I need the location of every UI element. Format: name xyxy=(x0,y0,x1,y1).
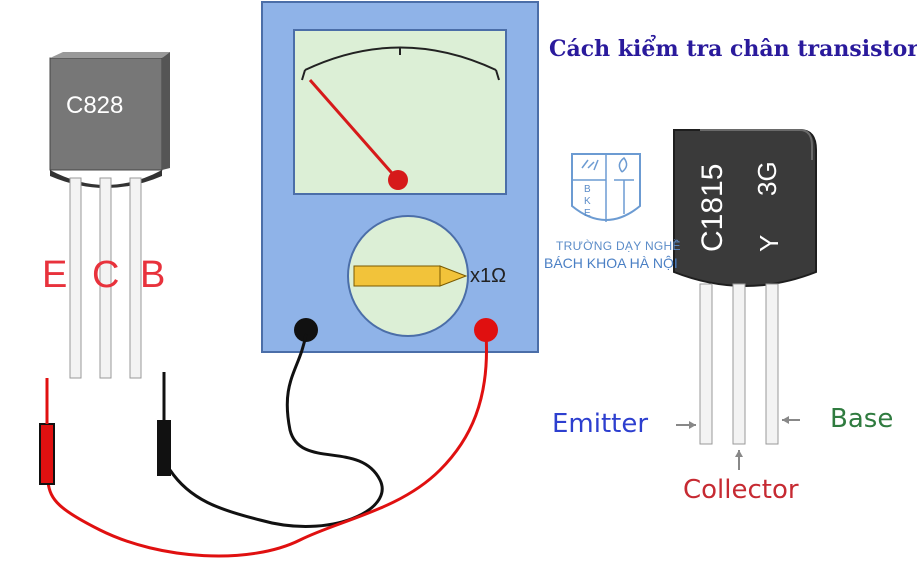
meter-needle-pivot xyxy=(388,170,408,190)
c828-pin-b xyxy=(129,177,142,379)
red-probe-handle[interactable] xyxy=(39,423,55,485)
watermark-line-1: TRƯỜNG DẠY NGHỀ xyxy=(556,239,681,253)
c828-top-bevel xyxy=(50,52,170,58)
positive-jack[interactable] xyxy=(474,318,498,342)
c1815-pin-collector xyxy=(732,283,746,445)
c828-transistor xyxy=(49,52,170,379)
range-label: x1Ω xyxy=(470,265,507,287)
watermark-line-2: BÁCH KHOA HÀ NỘI xyxy=(544,255,678,271)
red-lead-wire xyxy=(46,333,489,558)
c1815-code-label: 3G xyxy=(752,161,782,196)
logo-letter-k: K xyxy=(584,196,591,207)
c828-pin-c xyxy=(99,177,112,379)
collector-arrowhead xyxy=(735,450,743,457)
c1815-highlight xyxy=(700,129,813,160)
meter-scale-tick-right xyxy=(495,69,500,81)
pin-label-c: C xyxy=(92,254,120,296)
emitter-arrowhead xyxy=(689,421,696,429)
collector-label: Collector xyxy=(683,475,799,505)
base-arrowhead xyxy=(782,416,789,424)
logo-letter-b: B xyxy=(584,184,591,195)
pin-label-e: E xyxy=(42,254,68,296)
multimeter xyxy=(261,1,539,353)
range-selector-pointer xyxy=(439,265,468,287)
c1815-grade-label: Y xyxy=(754,234,784,252)
range-selector-knob[interactable] xyxy=(353,265,441,287)
c1815-pin-base xyxy=(765,283,779,445)
diagram-title: Cách kiểm tra chân transistor xyxy=(549,36,917,62)
school-logo xyxy=(571,153,641,222)
c1815-model-label: C1815 xyxy=(696,163,729,252)
c1815-transistor xyxy=(673,129,817,470)
c828-side-bevel xyxy=(162,52,170,170)
c828-pin-e xyxy=(69,177,82,379)
base-label: Base xyxy=(830,404,894,434)
c828-model-label: C828 xyxy=(66,92,124,119)
c1815-pin-emitter xyxy=(699,283,713,445)
probe-leads xyxy=(39,333,489,558)
logo-shield xyxy=(571,153,641,221)
black-lead-wire xyxy=(168,333,384,528)
logo-flame-icon xyxy=(618,156,628,173)
meter-needle xyxy=(308,79,400,181)
c828-body xyxy=(49,57,163,171)
logo-letter-e: E xyxy=(584,208,591,219)
meter-scale-tick-left xyxy=(301,69,306,81)
pin-label-b: B xyxy=(140,254,166,296)
black-probe-handle[interactable] xyxy=(157,420,171,476)
emitter-label: Emitter xyxy=(552,409,649,439)
common-jack[interactable] xyxy=(294,318,318,342)
logo-circuit-icon xyxy=(581,159,599,171)
meter-display xyxy=(293,29,507,195)
